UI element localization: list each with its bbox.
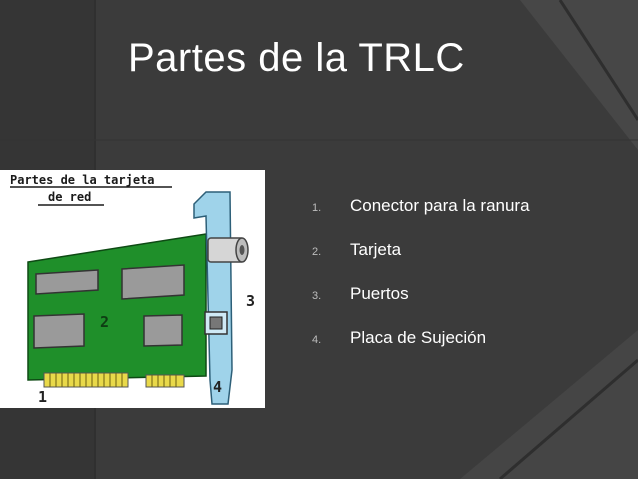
list-item: 1. Conector para la ranura (312, 196, 632, 240)
diagram-label-1: 1 (38, 388, 47, 406)
slide-title: Partes de la TRLC (128, 36, 465, 80)
list-item: 4. Placa de Sujeción (312, 328, 632, 372)
diagram-label-4: 4 (213, 378, 222, 396)
list-item-text: Placa de Sujeción (350, 328, 487, 347)
list-item-number: 4. (312, 334, 322, 346)
bnc-port (207, 237, 249, 263)
diagram-caption-line1: Partes de la tarjeta (10, 173, 155, 187)
chip (121, 264, 185, 300)
diagram-caption-line2: de red (48, 190, 91, 204)
card-board (27, 233, 207, 381)
list-item: 3. Puertos (312, 284, 632, 328)
chip (33, 313, 85, 349)
list-item-text: Conector para la ranura (350, 196, 530, 215)
chip (35, 269, 99, 295)
list-item-number: 3. (312, 290, 322, 302)
list-item-number: 2. (312, 246, 322, 258)
network-card-diagram: Partes de la tarjeta de red (0, 170, 265, 408)
list-item: 2. Tarjeta (312, 240, 632, 284)
rj45-port (204, 311, 228, 335)
diagram-label-3: 3 (246, 292, 255, 310)
list-item-number: 1. (312, 202, 322, 214)
edge-connector (43, 372, 185, 388)
parts-list: 1. Conector para la ranura 2. Tarjeta 3.… (312, 196, 632, 372)
diagram-label-2: 2 (100, 313, 109, 331)
list-item-text: Tarjeta (350, 240, 402, 259)
list-item-text: Puertos (350, 284, 409, 303)
chip (143, 314, 183, 347)
